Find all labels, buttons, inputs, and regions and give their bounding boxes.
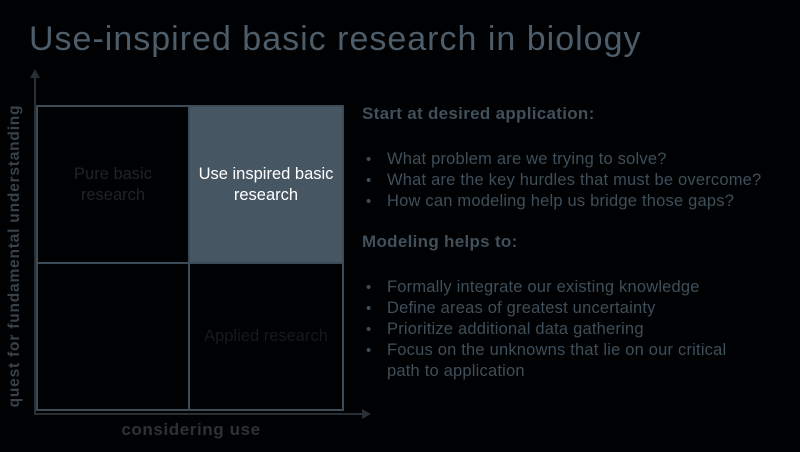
quadrant-applied-research: Applied research — [204, 327, 328, 345]
y-axis-label: quest for fundamental understanding — [6, 104, 23, 408]
bullet-item: Formally integrate our existing knowledg… — [366, 277, 762, 298]
section-modeling-helps-to: Modeling helps to: Formally integrate ou… — [362, 232, 792, 382]
content-column: Start at desired application: What probl… — [362, 104, 792, 382]
x-axis-line — [34, 413, 362, 415]
bullet-item: Define areas of greatest uncertainty — [366, 298, 762, 319]
y-axis-line — [34, 78, 36, 415]
bullet-item: What problem are we trying to solve? — [366, 149, 762, 170]
section-heading: Start at desired application: — [362, 104, 595, 123]
section-start-at-desired-application: Start at desired application: What probl… — [362, 104, 792, 212]
bullet-item: Prioritize additional data gathering — [366, 319, 762, 340]
bullet-list: What problem are we trying to solve? Wha… — [362, 149, 762, 212]
quadrant-pure-basic-research: Pure basic research — [74, 164, 152, 204]
y-axis-arrowhead-icon — [30, 69, 40, 78]
grid-vertical-divider — [188, 107, 190, 409]
bullet-item: Focus on the unknowns that lie on our cr… — [366, 340, 762, 382]
bullet-item: What are the key hurdles that must be ov… — [366, 170, 762, 191]
quadrant-empty — [38, 264, 188, 409]
bullet-list: Formally integrate our existing knowledg… — [362, 277, 762, 382]
section-heading: Modeling helps to: — [362, 232, 518, 251]
bullet-item: How can modeling help us bridge those ga… — [366, 191, 762, 212]
x-axis-label: considering use — [121, 420, 261, 439]
grid-horizontal-divider — [38, 262, 342, 264]
slide-title: Use-inspired basic research in biology — [29, 20, 642, 58]
quadrant-grid: Pure basic research Use inspired basic r… — [36, 105, 344, 411]
x-axis-arrowhead-icon — [362, 409, 371, 419]
quadrant-use-inspired-basic-research: Use inspired basic research — [190, 107, 342, 262]
